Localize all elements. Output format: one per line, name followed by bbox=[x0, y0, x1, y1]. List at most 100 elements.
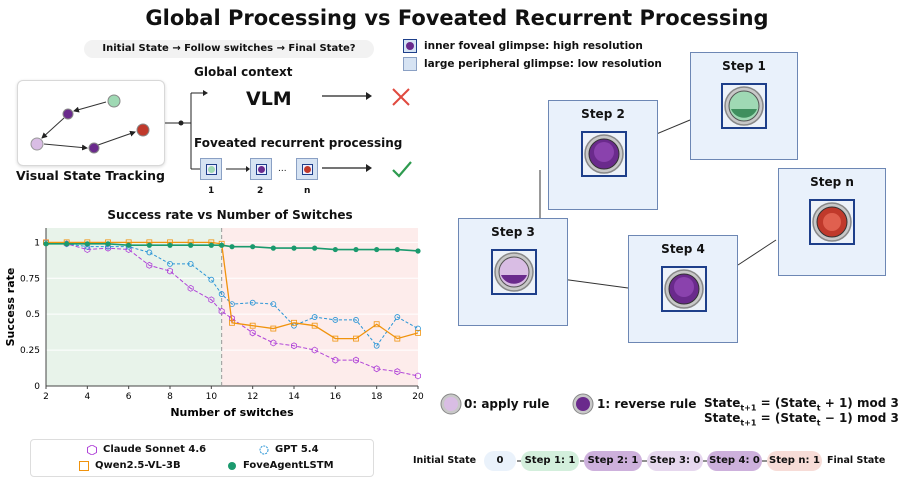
vst-label: Visual State Tracking bbox=[16, 168, 165, 183]
inner-glimpse-swatch bbox=[403, 39, 417, 53]
state-node-purple-2 bbox=[88, 142, 100, 154]
foveal-glimpse-1 bbox=[721, 83, 767, 129]
x-tick-label: 2 bbox=[43, 392, 49, 402]
y-tick-label: 0 bbox=[34, 382, 40, 392]
x-axis-label: Number of switches bbox=[170, 406, 294, 419]
sequence-arrows bbox=[517, 460, 767, 462]
foveal-glimpse-4 bbox=[661, 266, 707, 312]
data-point bbox=[332, 246, 338, 253]
data-point bbox=[188, 242, 194, 248]
peripheral-glimpse-swatch bbox=[403, 57, 417, 71]
glimpse-number-1: 1 bbox=[208, 186, 215, 196]
data-point bbox=[394, 335, 401, 342]
global-context-label: Global context bbox=[194, 65, 293, 79]
formula-increment: Statet+1 = (Statet + 1) mod 3 bbox=[704, 396, 899, 413]
reverse-rule-label: 1: reverse rule bbox=[597, 397, 697, 411]
vlm-label: VLM bbox=[246, 88, 292, 110]
step-panel-n: Step n bbox=[778, 168, 886, 276]
glimpse-ellipsis: ... bbox=[278, 164, 287, 174]
chart-legend: Claude Sonnet 4.6 GPT 5.4 Qwen2.5-VL-3B … bbox=[30, 439, 374, 477]
state-node-red bbox=[136, 123, 150, 137]
data-point bbox=[332, 335, 339, 342]
data-point bbox=[415, 248, 421, 254]
vlm-arrow bbox=[322, 92, 372, 100]
sequence-chip-4: Step 4: 0 bbox=[707, 451, 762, 471]
data-point bbox=[394, 314, 401, 320]
step-panel-3: Step 3 bbox=[458, 218, 568, 326]
data-point bbox=[64, 241, 70, 247]
sequence-chip-n: Step n: 1 bbox=[767, 451, 822, 471]
foveal-glimpse-3 bbox=[491, 249, 537, 295]
data-point bbox=[353, 335, 359, 342]
apply-rule-label: 0: apply rule bbox=[464, 397, 550, 411]
data-point bbox=[249, 329, 256, 337]
glimpse-thumb-2 bbox=[250, 158, 272, 180]
apply-rule-icon bbox=[440, 393, 462, 415]
x-tick-label: 8 bbox=[167, 392, 173, 402]
data-point bbox=[208, 296, 215, 304]
x-tick-label: 18 bbox=[371, 392, 383, 402]
data-point bbox=[218, 307, 225, 315]
data-point bbox=[249, 322, 256, 329]
data-point bbox=[219, 242, 225, 248]
x-tick-label: 20 bbox=[412, 392, 424, 402]
data-point bbox=[311, 314, 318, 320]
series-line-3 bbox=[46, 242, 419, 252]
data-point bbox=[270, 245, 276, 251]
step-panel-4: Step 4 bbox=[628, 235, 738, 343]
data-point bbox=[312, 245, 318, 251]
inner-glimpse-legend: inner foveal glimpse: high resolution bbox=[424, 40, 643, 52]
glimpse-number-2: 2 bbox=[257, 186, 264, 196]
data-point bbox=[167, 267, 173, 275]
data-point bbox=[208, 242, 214, 248]
y-axis-label: Success rate bbox=[4, 268, 17, 347]
data-point bbox=[270, 301, 277, 308]
data-point bbox=[229, 319, 235, 326]
series-line-1 bbox=[45, 241, 419, 347]
x-tick-label: 10 bbox=[206, 392, 218, 402]
data-point bbox=[291, 319, 297, 326]
vst-illustration bbox=[30, 94, 150, 154]
visual-state-tracking-panel bbox=[17, 80, 165, 166]
x-tick-label: 14 bbox=[288, 392, 300, 402]
series-line-2 bbox=[46, 241, 419, 340]
state-node-green bbox=[107, 94, 121, 108]
data-point bbox=[43, 241, 49, 247]
data-point bbox=[125, 246, 132, 254]
data-point bbox=[373, 365, 380, 373]
data-point bbox=[84, 246, 91, 254]
glimpse-number-n: n bbox=[304, 186, 311, 196]
data-point bbox=[218, 291, 225, 297]
data-point bbox=[187, 261, 194, 267]
data-point bbox=[394, 368, 401, 376]
step-title-2: Step 2 bbox=[581, 107, 625, 121]
x-tick-label: 6 bbox=[126, 392, 132, 402]
series-line-0 bbox=[45, 241, 419, 377]
data-point bbox=[187, 284, 194, 292]
legend-claude: Claude Sonnet 4.6 bbox=[87, 444, 206, 455]
step-panel-1: Step 1 bbox=[690, 52, 798, 160]
data-point bbox=[105, 241, 111, 247]
legend-fove: FoveAgentLSTM bbox=[227, 460, 334, 471]
task-prompt: Initial State → Follow switches → Final … bbox=[84, 40, 374, 58]
y-tick-label: 0.25 bbox=[20, 346, 40, 356]
step-title-4: Step 4 bbox=[661, 242, 705, 256]
data-point bbox=[332, 317, 339, 323]
foveated-label: Foveated recurrent processing bbox=[194, 136, 403, 150]
region-shade-right bbox=[221, 228, 418, 386]
data-point bbox=[229, 244, 235, 250]
step-title-3: Step 3 bbox=[491, 225, 535, 239]
data-point bbox=[167, 242, 173, 248]
y-tick-label: 1 bbox=[34, 238, 40, 248]
data-point bbox=[146, 249, 153, 256]
legend-qwen: Qwen2.5-VL-3B bbox=[79, 460, 181, 471]
final-state-label: Final State bbox=[827, 455, 886, 466]
data-point bbox=[415, 372, 421, 380]
data-point bbox=[311, 322, 318, 329]
foveated-arrow bbox=[322, 164, 372, 172]
sequence-chip-2: Step 2: 1 bbox=[584, 451, 642, 471]
data-point bbox=[270, 325, 277, 332]
data-point bbox=[84, 241, 90, 247]
sequence-chip-3: Step 3: 0 bbox=[647, 451, 703, 471]
